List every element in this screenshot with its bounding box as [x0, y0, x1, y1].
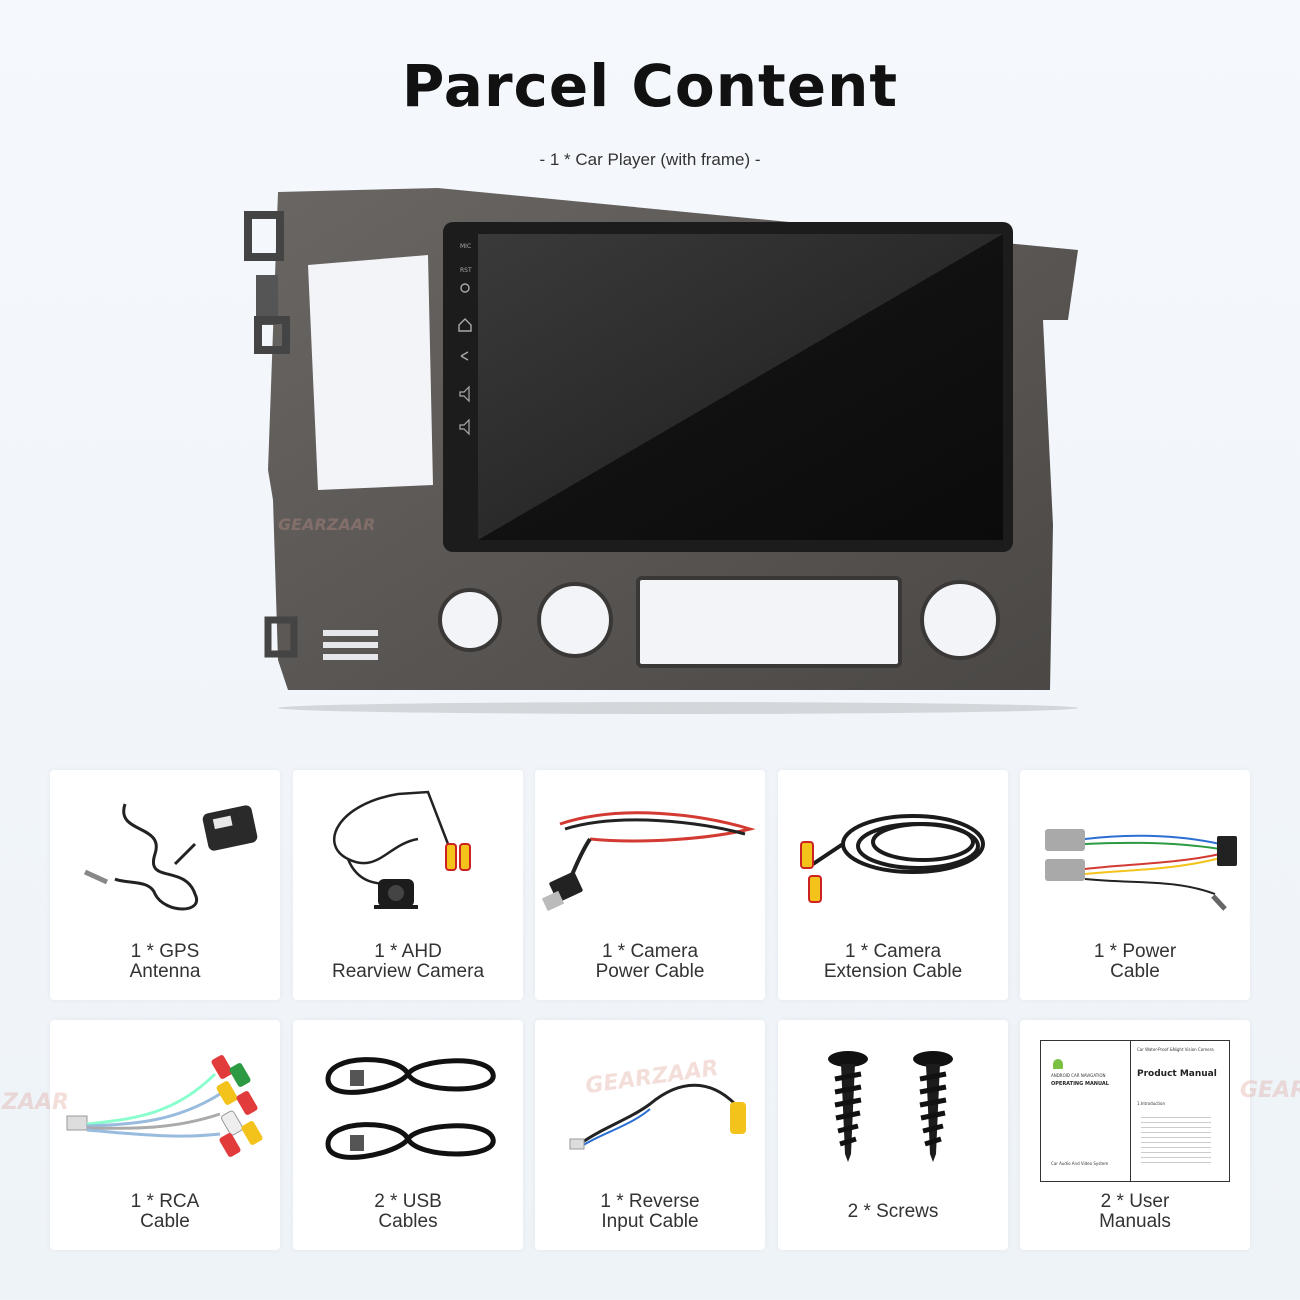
screw-2	[913, 1051, 953, 1162]
car-player-image: MIC RST GEARZAAR	[244, 188, 1078, 714]
volume-down-icon	[459, 418, 470, 436]
item-label-line1: 2 * USB	[374, 1191, 442, 1212]
manual-left-title: OPERATING MANUAL	[1051, 1081, 1109, 1087]
item-card-rca-cable: 1 * RCA Cable	[50, 1020, 280, 1250]
item-label-line2: Antenna	[129, 961, 201, 982]
reverse-input-cable-icon	[569, 1083, 746, 1150]
item-label-line1: 1 * AHD	[374, 941, 442, 962]
item-label-line1: 2 * Screws	[847, 1201, 939, 1222]
manual-right-title: Product Manual	[1137, 1069, 1217, 1079]
item-card-power-cable: 1 * Power Cable	[1020, 770, 1250, 1000]
screw-1	[828, 1051, 868, 1162]
item-card-user-manuals: ANDROID CAR NAVIGATION OPERATING MANUAL …	[1020, 1020, 1250, 1250]
rca-cable-icon	[66, 1055, 263, 1157]
usb-cables-icon	[325, 1057, 496, 1160]
power-icon	[460, 283, 470, 293]
gps-antenna-icon	[83, 803, 258, 911]
item-label-line1: 1 * Camera	[601, 941, 699, 962]
manual-left-header: ANDROID CAR NAVIGATION	[1051, 1073, 1106, 1078]
watermark: ZAAR	[2, 1090, 69, 1115]
page-title: Parcel Content	[401, 52, 899, 120]
watermark: GEAR	[1240, 1078, 1300, 1103]
item-card-usb-cables: 2 * USB Cables	[293, 1020, 523, 1250]
item-label-line1: 2 * User	[1100, 1191, 1170, 1212]
item-card-screws: 2 * Screws	[778, 1020, 1008, 1250]
item-label-line1: 1 * GPS	[130, 941, 200, 962]
camera-power-cable-icon	[541, 811, 756, 912]
manual-text-lines	[1141, 1113, 1211, 1163]
touch-screen: MIC RST	[443, 222, 1013, 552]
item-card-camera-extension-cable: 1 * Camera Extension Cable	[778, 770, 1008, 1000]
item-label-line2: Cable	[1110, 961, 1160, 982]
item-label-line2: Rearview Camera	[331, 961, 485, 982]
item-label-line2: Cables	[378, 1211, 438, 1232]
item-card-reverse-input-cable: 1 * Reverse Input Cable	[535, 1020, 765, 1250]
back-icon	[460, 351, 469, 361]
screws-icon	[828, 1051, 953, 1162]
home-icon	[458, 318, 472, 332]
item-label-line1: 1 * Reverse	[600, 1191, 700, 1212]
item-label-line2: Cable	[140, 1211, 190, 1232]
mic-label: MIC	[460, 243, 471, 250]
camera-extension-cable-icon	[800, 814, 985, 903]
manual-right-section: 1.Introduction	[1137, 1101, 1166, 1106]
item-label-line2: Extension Cable	[823, 961, 963, 982]
item-label-line1: 1 * Camera	[844, 941, 942, 962]
power-cable-icon	[1045, 829, 1237, 911]
volume-up-icon	[459, 385, 470, 403]
item-card-rearview-camera: 1 * AHD Rearview Camera	[293, 770, 523, 1000]
item-label-line2: Power Cable	[595, 961, 705, 982]
item-label-line2: Manuals	[1099, 1211, 1171, 1232]
rst-label: RST	[460, 267, 472, 274]
android-icon	[1053, 1059, 1063, 1069]
manual-right-header: Car Water-Proof &Night Vision Camera	[1137, 1047, 1214, 1052]
item-card-gps-antenna: 1 * GPS Antenna	[50, 770, 280, 1000]
manual-product: Car Water-Proof &Night Vision Camera Pro…	[1130, 1040, 1230, 1182]
item-label-line2: Input Cable	[601, 1211, 699, 1232]
watermark: GEARZAAR	[278, 515, 375, 534]
item-label-line1: 1 * Power	[1093, 941, 1177, 962]
item-card-camera-power-cable: 1 * Camera Power Cable	[535, 770, 765, 1000]
item-label-line1: 1 * RCA	[130, 1191, 200, 1212]
rearview-camera-icon	[333, 790, 471, 909]
manual-left-footer: Car Audio And Video System	[1051, 1161, 1109, 1166]
manual-operating: ANDROID CAR NAVIGATION OPERATING MANUAL …	[1040, 1040, 1132, 1182]
page-subtitle: - 1 * Car Player (with frame) -	[539, 150, 761, 169]
